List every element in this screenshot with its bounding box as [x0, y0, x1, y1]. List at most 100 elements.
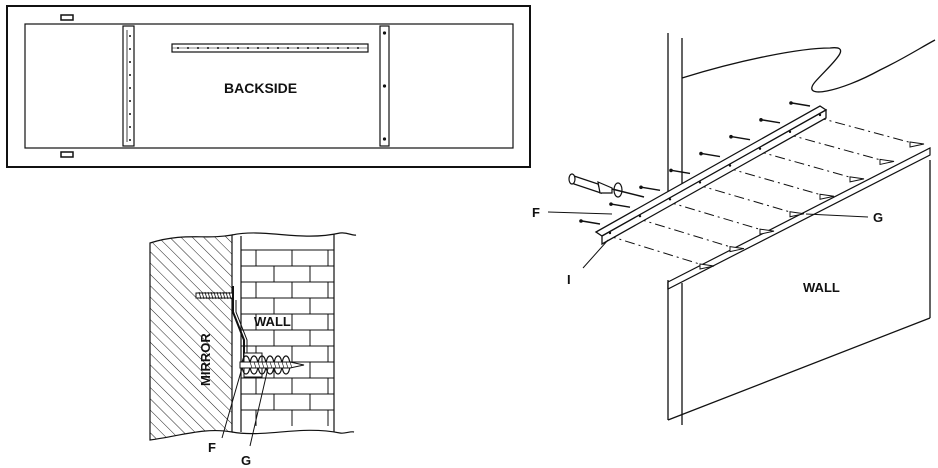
screw-icon [791, 102, 811, 107]
rail-hole [758, 147, 762, 150]
rail-hole [698, 181, 702, 184]
wall-mount-cross-section: WALL MIRROR F G [149, 232, 357, 468]
thread [281, 361, 285, 369]
bracket-hole [129, 35, 131, 37]
thread [289, 361, 293, 369]
thread [261, 361, 265, 369]
projection-line [695, 183, 797, 215]
rail-hole [337, 47, 339, 49]
mirror-backside-view: BACKSIDE [6, 5, 531, 168]
thread [249, 361, 253, 369]
brick-wall [241, 249, 334, 426]
bracket-hole [129, 48, 131, 50]
bracket-hole [129, 113, 131, 115]
wall-anchor-icon [699, 263, 715, 270]
mirror-section [149, 234, 233, 441]
projection-line [725, 167, 827, 197]
screw-head [759, 118, 763, 122]
thread [219, 291, 223, 300]
rail-hole [317, 47, 319, 49]
thread [277, 361, 281, 369]
screw-head [729, 134, 733, 139]
thread [225, 291, 229, 300]
screw-head [669, 168, 673, 173]
rail-hole [638, 214, 642, 218]
thread [207, 291, 211, 300]
thread [257, 361, 261, 369]
thread [285, 361, 289, 369]
rail-hole [197, 47, 199, 49]
callout-g-detail: G [241, 453, 251, 468]
wall-anchor-icon [879, 158, 895, 166]
bracket-hole [129, 100, 131, 102]
thread [210, 291, 214, 300]
projection-line [665, 200, 767, 232]
rail-hole [227, 47, 229, 49]
rail-hole [257, 47, 259, 49]
screw-icon [671, 169, 691, 175]
rail-hole [287, 47, 289, 49]
wall-anchor-icon [819, 193, 835, 200]
screw-icon [701, 152, 721, 158]
rail-hole [187, 47, 189, 49]
callout-g-install: G [873, 210, 883, 225]
projection-line [605, 234, 707, 267]
rail-hole [818, 113, 822, 117]
projection-line [755, 150, 857, 180]
rail-hole [277, 47, 279, 49]
rail-hole [608, 231, 612, 235]
backside-label: BACKSIDE [224, 80, 297, 96]
projection-lines [605, 116, 917, 267]
thread [213, 291, 217, 300]
wall-label-detail: WALL [254, 314, 291, 329]
rail-hole [347, 47, 349, 49]
screwdriver [568, 173, 645, 198]
bracket-hole [129, 126, 131, 128]
rail-screws [579, 101, 811, 225]
top-slot [60, 14, 74, 21]
wall-label-install: WALL [803, 280, 840, 295]
rail-hole [357, 47, 359, 49]
screw-icon [581, 220, 601, 225]
mirror-label: MIRROR [198, 333, 213, 386]
thread [198, 291, 202, 300]
wall-anchor [239, 352, 305, 378]
thread [265, 361, 269, 369]
thread [269, 361, 273, 369]
thread [216, 291, 220, 300]
bottom-slot [60, 151, 74, 158]
wall-anchor-icon [759, 228, 775, 235]
wall-anchor-icon [789, 211, 805, 218]
rail-hole [728, 164, 732, 167]
callout-f-install: F [532, 205, 540, 220]
screw-icon [731, 136, 751, 141]
rail-hole [327, 47, 329, 49]
rail-hole [217, 47, 219, 49]
callout-i-install: I [567, 272, 571, 287]
wall-anchor-icon [909, 141, 925, 148]
rail-hole [297, 47, 299, 49]
thread [204, 291, 208, 300]
projection-line [815, 116, 917, 145]
bracket-hole [129, 74, 131, 76]
bracket-hole [129, 61, 131, 63]
rail-hole [207, 47, 209, 49]
screw-head [789, 101, 793, 105]
right-vertical-bracket [379, 25, 390, 147]
thread [228, 291, 232, 300]
projection-line [635, 217, 737, 250]
screw-head [639, 185, 643, 190]
callout-f-detail: F [208, 440, 216, 455]
rail-hole [247, 47, 249, 49]
rail-hole [307, 47, 309, 49]
screw-head [579, 219, 583, 223]
projection-line [785, 133, 887, 162]
thread [201, 291, 205, 300]
wall-anchors [699, 141, 925, 270]
thread [273, 361, 277, 369]
thread [253, 361, 257, 369]
wall-install-perspective: F I G WALL [532, 33, 936, 425]
wall-anchor-icon [729, 245, 745, 253]
hanging-rail [171, 43, 369, 53]
